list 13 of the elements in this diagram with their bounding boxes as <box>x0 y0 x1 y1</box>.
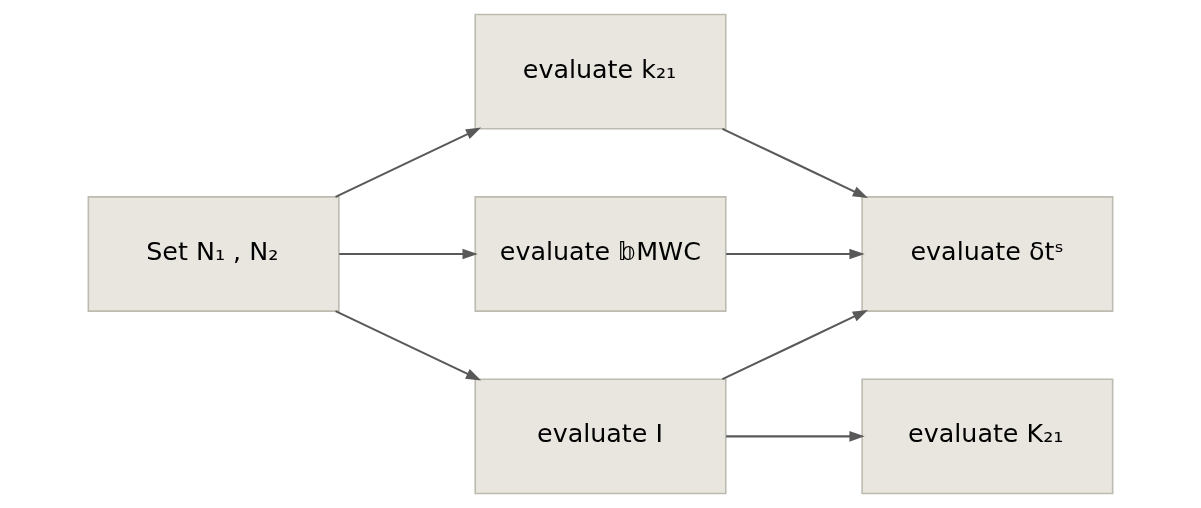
node-box: evaluate 𝕓MWC <box>474 196 727 312</box>
arrow <box>722 309 869 381</box>
arrow <box>335 310 482 381</box>
arrow <box>339 248 478 260</box>
node-box: evaluate I <box>474 378 727 495</box>
arrow <box>335 127 482 198</box>
arrow <box>722 127 869 199</box>
arrow <box>726 431 865 442</box>
node-box: evaluate δtˢ <box>861 196 1114 312</box>
node-box: evaluate K₂₁ <box>861 378 1114 495</box>
arrow <box>726 248 865 260</box>
node-box: evaluate k₂₁ <box>474 13 727 130</box>
node-box: Set N₁ , N₂ <box>87 196 340 312</box>
